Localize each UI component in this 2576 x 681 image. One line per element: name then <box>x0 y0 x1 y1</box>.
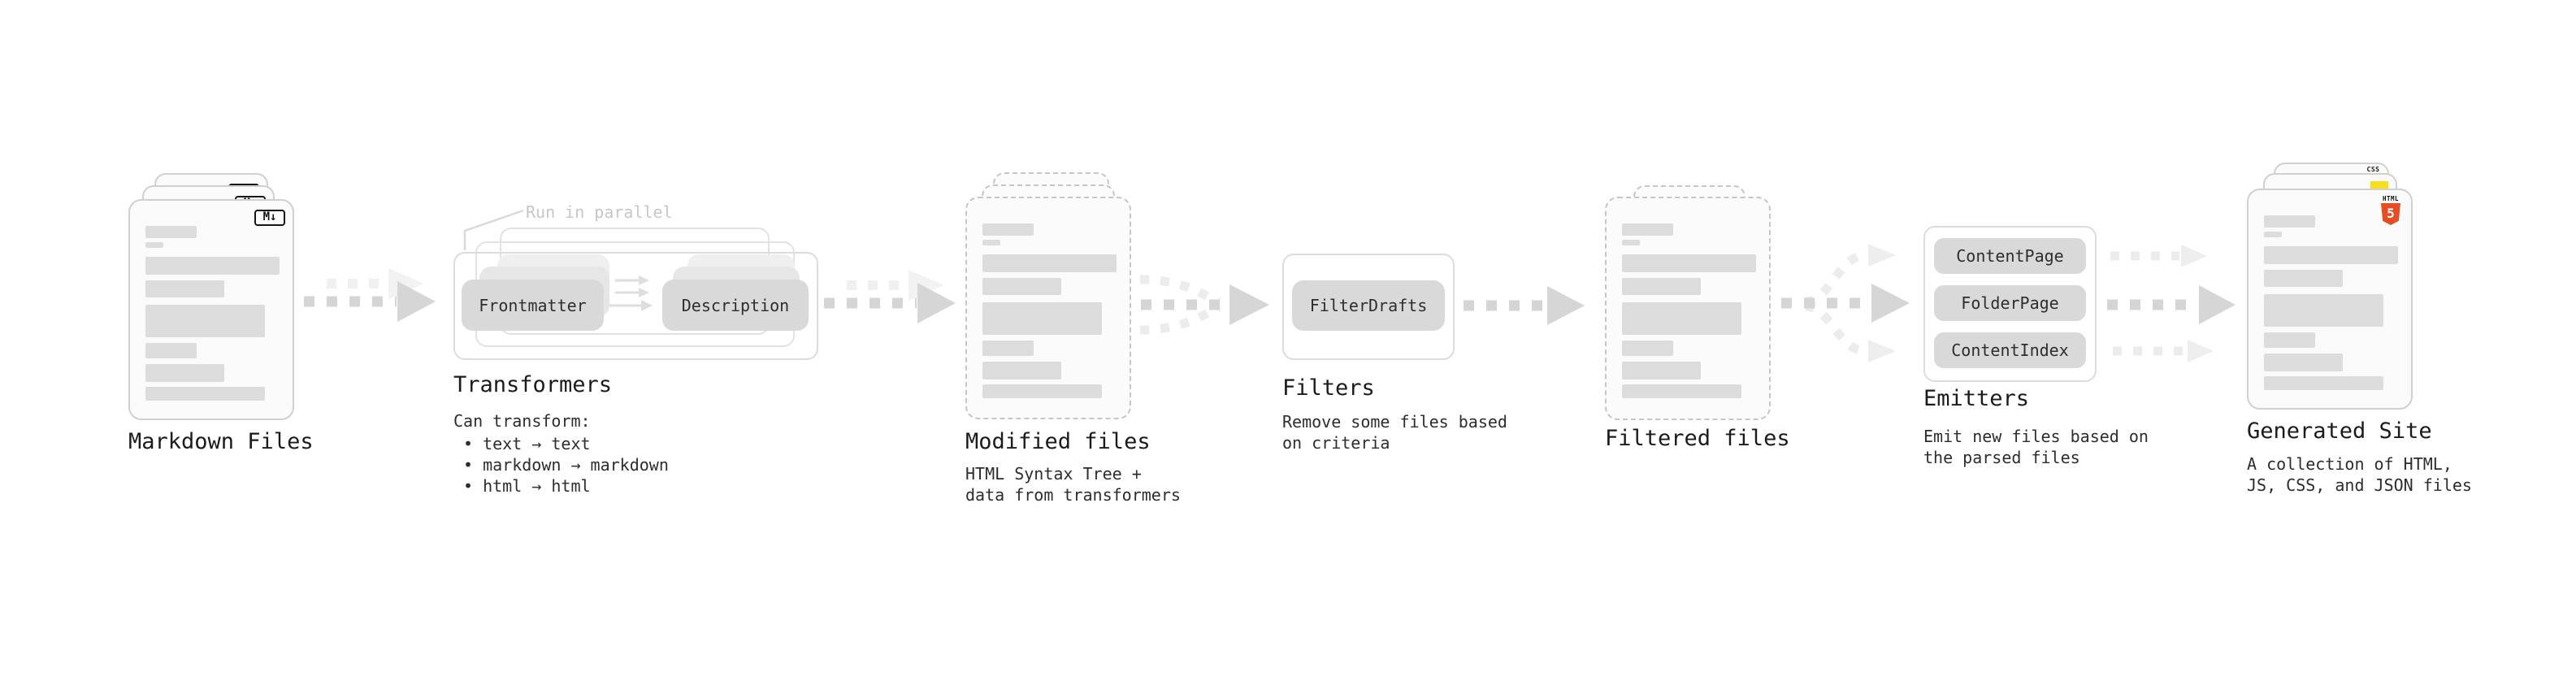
bullet-item: • text → text <box>463 434 591 453</box>
skeleton-bar <box>145 226 197 238</box>
bullet-item: • markdown → markdown <box>463 455 669 475</box>
html-file-card: HTML 5 <box>2247 189 2413 410</box>
modified-files-stack <box>965 172 1138 421</box>
skeleton-bar <box>982 340 1034 356</box>
transformers-description-heading: Can transform: <box>453 411 591 431</box>
bullet-item: • html → html <box>463 476 591 496</box>
html5-icon-word: HTML <box>2382 195 2400 202</box>
arrow-transformers-to-modified <box>824 270 956 323</box>
transformers-box <box>453 252 818 360</box>
skeleton-bar <box>145 242 163 248</box>
emitters-description: Emit new files based on the parsed files <box>1923 427 2149 467</box>
transformers-bullet-list: • text → text • markdown → markdown • ht… <box>453 433 669 497</box>
arrow-filters-to-filtered <box>1464 286 1585 325</box>
skeleton-bar <box>982 362 1061 380</box>
skeleton-bar <box>145 343 197 358</box>
arrow-modified-to-filters <box>1139 275 1269 335</box>
emitters-label: Emitters <box>1923 386 2030 411</box>
modified-files-description: HTML Syntax Tree + data from transformer… <box>965 464 1181 505</box>
transformer-pill-description: Description <box>662 280 809 331</box>
skeleton-bar <box>1622 340 1673 356</box>
javascript-icon <box>2370 181 2388 189</box>
generated-site-stack: CSS HTML 5 <box>2247 163 2419 411</box>
skeleton-bar <box>982 254 1117 272</box>
skeleton-bar <box>145 280 224 297</box>
filtered-files-label: Filtered files <box>1605 426 1790 451</box>
skeleton-bar <box>982 302 1102 335</box>
skeleton-bar <box>1622 254 1756 272</box>
skeleton-bar <box>145 387 265 401</box>
skeleton-bar <box>2264 246 2398 264</box>
skeleton-bar <box>145 305 265 337</box>
arrow-markdown-to-transformers <box>304 268 436 322</box>
skeleton-bar <box>2264 294 2383 327</box>
generated-site-label: Generated Site <box>2247 419 2432 444</box>
skeleton-text-lines <box>982 223 1117 398</box>
filter-pill-filterdrafts: FilterDrafts <box>1292 280 1445 331</box>
skeleton-bar <box>2264 215 2315 228</box>
skeleton-text-lines <box>1622 223 1756 398</box>
skeleton-bar <box>1622 362 1701 380</box>
skeleton-bar <box>982 278 1061 295</box>
filtered-file-card <box>1605 197 1771 420</box>
modified-file-card <box>965 197 1131 419</box>
css-icon-word: CSS <box>2366 166 2380 173</box>
generated-site-description: A collection of HTML, JS, CSS, and JSON … <box>2247 454 2472 495</box>
skeleton-bar <box>2264 332 2315 348</box>
skeleton-bar <box>1622 240 1640 245</box>
skeleton-bar <box>982 240 1000 245</box>
skeleton-bar <box>2264 354 2343 371</box>
skeleton-bar <box>1622 223 1673 236</box>
filtered-files-stack <box>1605 185 1777 423</box>
markdown-file-card: M↓ <box>128 199 294 420</box>
arrow-filtered-to-emitters <box>1781 244 1910 362</box>
skeleton-bar <box>982 384 1102 398</box>
skeleton-text-lines <box>145 226 280 401</box>
filters-label: Filters <box>1282 375 1375 401</box>
html5-icon: HTML 5 <box>2380 195 2401 225</box>
skeleton-bar <box>145 257 280 275</box>
skeleton-bar <box>2264 376 2383 390</box>
skeleton-bar <box>1622 384 1741 398</box>
emitter-pill-contentindex: ContentIndex <box>1934 332 2086 368</box>
emitter-pill-contentpage: ContentPage <box>1934 238 2086 274</box>
skeleton-bar <box>2264 270 2343 287</box>
arrow-emitters-to-generated <box>2107 245 2236 362</box>
run-in-parallel-annotation: Run in parallel <box>526 202 673 222</box>
emitter-pill-folderpage: FolderPage <box>1934 285 2086 321</box>
markdown-icon: M↓ <box>254 210 285 226</box>
skeleton-bar <box>982 223 1034 236</box>
transformer-pill-frontmatter: Frontmatter <box>462 280 604 331</box>
skeleton-bar <box>2264 232 2282 237</box>
filters-description: Remove some files based on criteria <box>1282 412 1507 453</box>
html5-icon-shield: 5 <box>2381 203 2400 225</box>
skeleton-text-lines <box>2264 215 2398 390</box>
skeleton-bar <box>1622 278 1701 295</box>
transformers-label: Transformers <box>453 372 613 397</box>
skeleton-bar <box>1622 302 1741 335</box>
markdown-files-stack: M↓ M↓ M↓ <box>128 173 301 422</box>
modified-files-label: Modified files <box>965 429 1151 454</box>
markdown-files-label: Markdown Files <box>128 429 314 454</box>
skeleton-bar <box>145 364 224 382</box>
